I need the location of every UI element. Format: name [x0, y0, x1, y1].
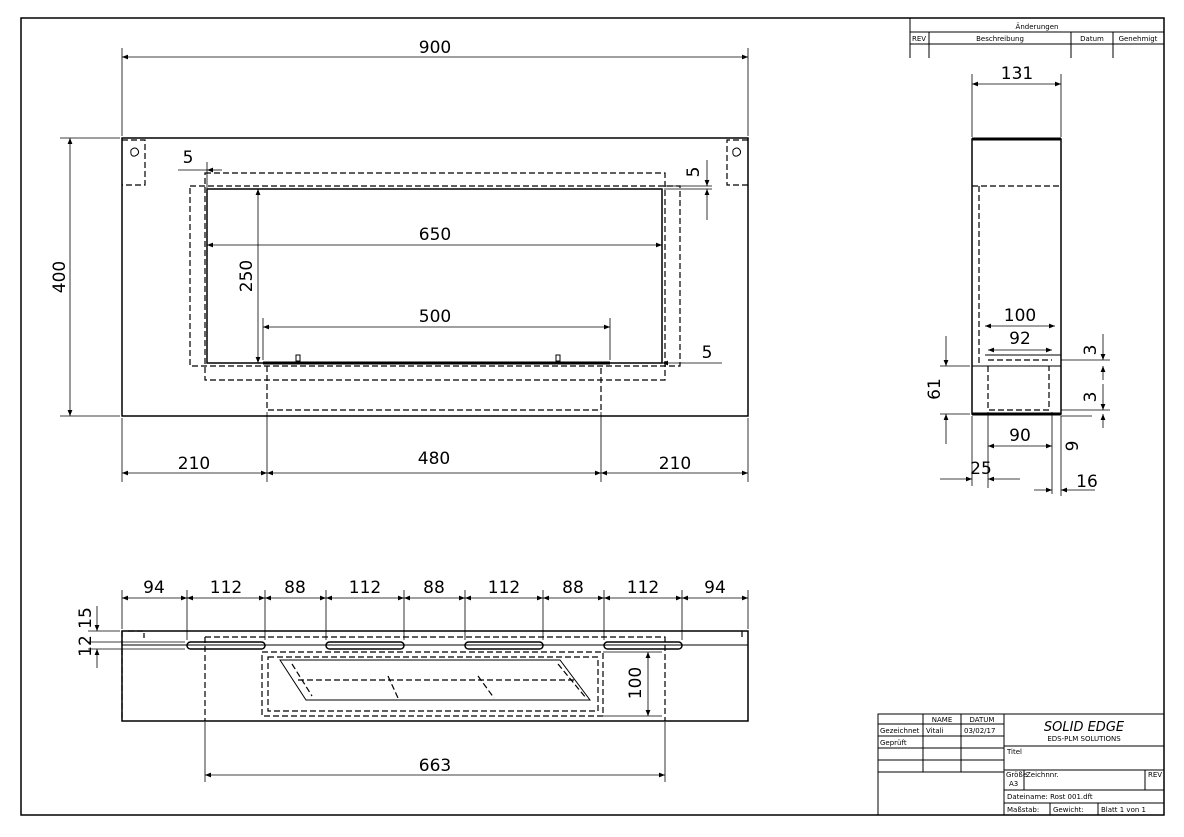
tb-sheet-label: Blatt 1 von 1 [1101, 806, 1146, 814]
revision-table: Änderungen REV Beschreibung Datum Genehm… [909, 17, 1165, 58]
dim-100: 100 [1004, 306, 1036, 326]
burner-pin-left [295, 354, 301, 362]
dim-92: 92 [1009, 329, 1031, 349]
hanger-icon-left [130, 147, 140, 157]
dim-15: 15 [76, 607, 96, 629]
slot-4 [603, 641, 683, 650]
dim-seg-4: 112 [349, 578, 381, 598]
revision-title: Änderungen [1016, 22, 1059, 31]
dim-16: 16 [1076, 472, 1098, 492]
revision-col-desc: Beschreibung [976, 35, 1024, 43]
dim-12: 12 [76, 635, 96, 657]
tb-file-label: Dateiname: Rost 001.dft [1007, 793, 1093, 801]
dim-61: 61 [925, 378, 945, 400]
front-opening [206, 188, 663, 364]
dim-3-top: 3 [1081, 345, 1101, 356]
dim-663: 663 [419, 756, 451, 776]
slot-1 [186, 641, 266, 650]
dim-seg-8: 112 [627, 578, 659, 598]
dim-seg-7: 88 [562, 578, 584, 598]
dim-3-bottom: 3 [1081, 392, 1101, 403]
dim-480: 480 [418, 449, 450, 469]
side-outline [971, 138, 1062, 415]
bracket-left [122, 139, 146, 186]
tb-size-label: Größe [1006, 771, 1027, 779]
dim-90: 90 [1009, 426, 1031, 446]
dim-650: 650 [419, 225, 451, 245]
tb-size-value: A3 [1009, 780, 1018, 788]
tb-col-date: DATUM [970, 716, 995, 724]
front-frame-inner [204, 172, 666, 381]
revision-col-approved: Genehmigt [1119, 35, 1158, 43]
dim-210-right: 210 [659, 454, 691, 474]
dim-500: 500 [419, 307, 451, 327]
dim-25: 25 [970, 459, 992, 479]
dim-131: 131 [1001, 64, 1033, 84]
tb-col-name: NAME [932, 716, 953, 724]
dim-400: 400 [50, 261, 70, 293]
front-view: 900 400 5 5 650 250 500 5 [50, 38, 749, 482]
tb-title-label: Titel [1006, 748, 1022, 756]
dim-210-left: 210 [178, 454, 210, 474]
tb-row-checked: Geprüft [880, 739, 907, 747]
tb-row-drawn: Gezeichnet [880, 727, 920, 735]
front-outline [121, 137, 749, 417]
dim-seg-9: 94 [704, 578, 726, 598]
tb-rev-label: REV [1148, 771, 1162, 779]
tb-weight-label: Gewicht: [1053, 806, 1084, 814]
tb-drawn-date: 03/02/17 [964, 727, 995, 735]
tb-company-sub: EDS-PLM SOLUTIONS [1047, 735, 1121, 743]
hanger-icon-right [732, 147, 742, 157]
dim-5-top: 5 [684, 167, 704, 178]
dim-900: 900 [419, 38, 451, 58]
dim-seg-2: 112 [210, 578, 242, 598]
slot-2 [325, 641, 405, 650]
dim-100-depth: 100 [626, 667, 646, 699]
front-tank [266, 366, 602, 411]
dim-seg-6: 112 [488, 578, 520, 598]
dim-5-left: 5 [183, 148, 194, 168]
burner-pin-right [555, 354, 561, 362]
revision-col-date: Datum [1080, 35, 1104, 43]
sheet-border [20, 17, 1165, 816]
revision-col-rev: REV [912, 35, 926, 43]
front-frame-outer [189, 185, 681, 367]
title-block: NAME DATUM Gezeichnet Vitali 03/02/17 Ge… [877, 713, 1165, 816]
slot-3 [464, 641, 544, 650]
dim-5-bottom: 5 [702, 343, 713, 363]
tb-company: SOLID EDGE [1044, 720, 1125, 735]
tb-scale-label: Maßstab: [1007, 806, 1039, 814]
dim-250: 250 [237, 260, 257, 292]
bracket-right [726, 139, 748, 186]
tb-drawn-name: Vitali [926, 727, 944, 735]
dim-seg-1: 94 [143, 578, 165, 598]
dim-seg-5: 88 [423, 578, 445, 598]
side-view: 131 100 92 3 61 3 9 90 25 [925, 64, 1110, 496]
top-view: 94 112 88 112 88 112 88 112 94 15 12 100… [76, 578, 749, 782]
dim-9: 9 [1063, 441, 1083, 452]
tb-drawing-no-label: Zeichnnr. [1026, 771, 1059, 779]
dim-seg-3: 88 [284, 578, 306, 598]
